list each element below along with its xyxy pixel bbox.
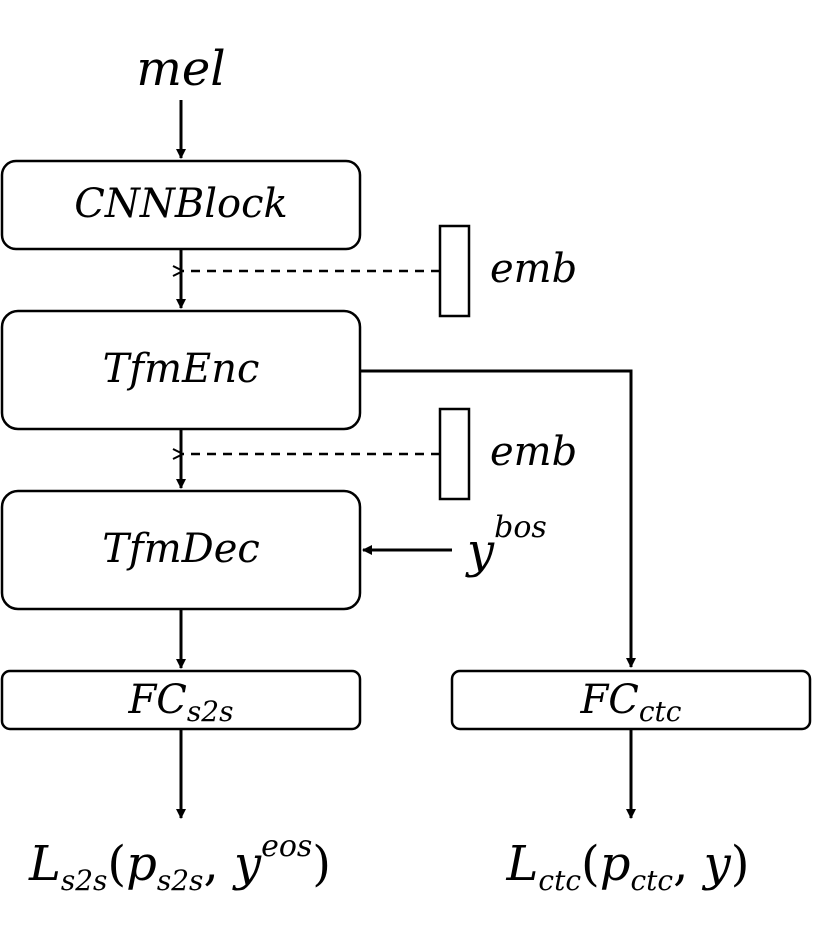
encoder-block-label: TfmEnc [103, 346, 260, 392]
decoder-input-label: ybos [465, 510, 547, 579]
encoder-to-ctc-arrow [360, 369, 636, 668]
embedding-2-label: emb [490, 429, 577, 475]
mel-input-label: mel [136, 41, 225, 97]
cnn-block: CNNBlock [0, 159, 362, 251]
fc-s2s-label: FCs2s [128, 677, 234, 728]
fc-s2s-block: FCs2s [0, 669, 362, 731]
embedding-2-bar [438, 407, 471, 501]
embedding-1: emb [183, 224, 577, 318]
fc-ctc-label: FCctc [580, 677, 682, 728]
encoder-block: TfmEnc [0, 309, 362, 431]
fc-ctc-block: FCctc [450, 669, 812, 731]
embedding-2: emb [183, 407, 577, 501]
embedding-1-label: emb [490, 246, 577, 292]
loss-ctc-label: Lctc(pctc, y) [506, 836, 750, 897]
decoder-block-label: TfmDec [102, 526, 260, 572]
cnn-block-label: CNNBlock [74, 181, 288, 227]
decoder-block: TfmDec [0, 489, 362, 611]
loss-s2s-label: Ls2s(ps2s, yeos) [28, 829, 331, 897]
embedding-1-bar [438, 224, 471, 318]
